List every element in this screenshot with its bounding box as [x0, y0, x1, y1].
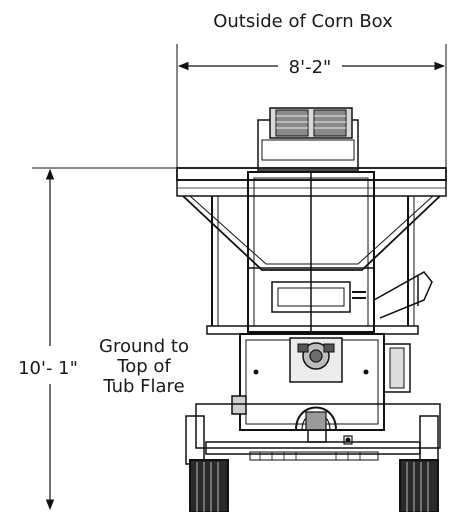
width-dimension-label: 8'-2" — [289, 57, 332, 78]
right-wheel — [399, 459, 439, 512]
drawing-title: Outside of Corn Box — [213, 11, 393, 32]
height-dimension-label: 10'- 1" — [18, 358, 78, 379]
machine-body — [231, 333, 411, 445]
height-note-line-1: Ground to — [99, 336, 189, 357]
tub-flare — [176, 167, 447, 335]
height-note-line-2: Top of — [116, 356, 171, 377]
height-dimension: 10'- 1" Ground to Top of Tub Flare — [18, 167, 200, 511]
width-dimension: 8'-2" — [176, 44, 447, 168]
left-wheel — [189, 459, 229, 512]
height-note-line-3: Tub Flare — [102, 376, 184, 397]
top-motor-unit — [257, 107, 359, 171]
corn-box-machine — [176, 107, 447, 512]
